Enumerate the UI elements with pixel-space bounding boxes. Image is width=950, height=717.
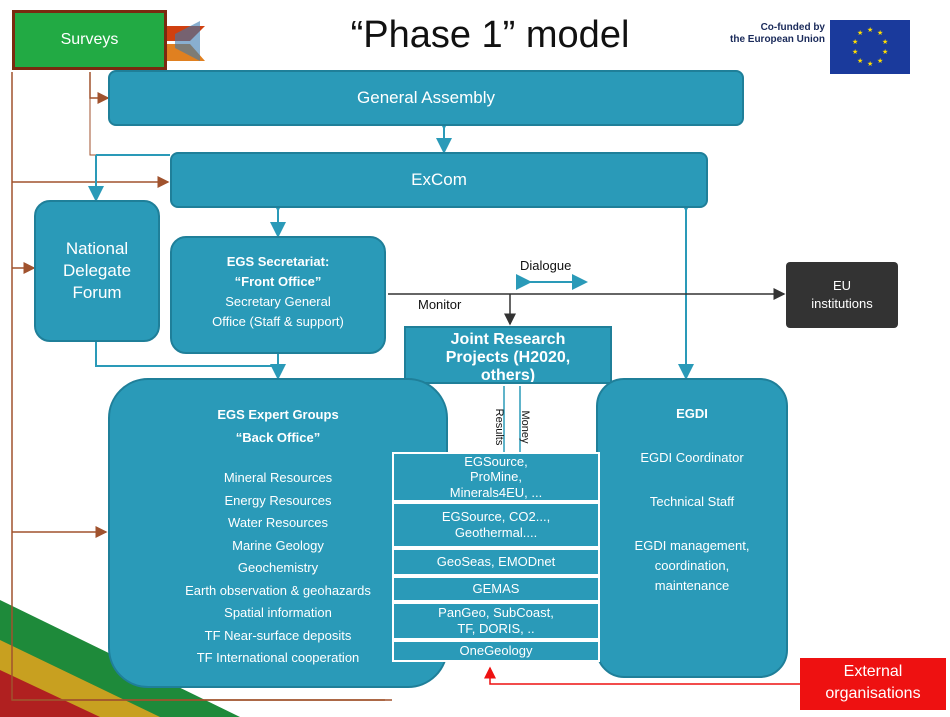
egs-logo-icon: [165, 21, 205, 61]
surveys-label: Surveys: [60, 31, 119, 48]
project-lane: EGSource, ProMine, Minerals4EU, ...: [392, 452, 600, 502]
money-label: Money: [519, 410, 531, 444]
secretariat-line2: Office (Staff & support): [212, 314, 344, 329]
project-lane: EGSource, CO2..., Geothermal....: [392, 502, 600, 548]
egdi-box: EGDI EGDI Coordinator Technical Staff EG…: [596, 378, 788, 678]
egdi-mgmt2: coordination,: [654, 558, 730, 573]
secretariat-title: EGS Secretariat:: [226, 254, 330, 269]
eu-institutions-label: EU institutions: [811, 278, 873, 311]
expert-groups-box: EGS Expert Groups “Back Office” Mineral …: [108, 378, 448, 688]
excom-box: ExCom: [170, 152, 708, 208]
expert-groups-subtitle: “Back Office”: [235, 429, 321, 445]
external-line1: External: [843, 663, 903, 680]
joint-research-box: Joint Research Projects (H2020, others): [404, 326, 612, 384]
surveys-box: Surveys: [12, 10, 167, 70]
secretariat-line1: Secretary General: [225, 294, 331, 309]
expert-group-item: Spatial information: [224, 605, 332, 620]
national-forum-label: National Delegate Forum: [62, 239, 132, 302]
egdi-staff: Technical Staff: [649, 494, 735, 509]
expert-group-item: Earth observation & geohazards: [185, 582, 371, 598]
project-lane: GeoSeas, EMODnet: [392, 548, 600, 576]
egdi-title: EGDI: [676, 406, 708, 421]
expert-group-item: Mineral Resources: [223, 470, 333, 485]
egdi-mgmt1: EGDI management,: [634, 538, 750, 553]
project-lane: PanGeo, SubCoast, TF, DORIS, ..: [392, 602, 600, 640]
jrp-line1: Joint Research: [450, 331, 566, 348]
results-label: Results: [493, 408, 505, 446]
national-forum-box: National Delegate Forum: [34, 200, 160, 342]
expert-groups-title: EGS Expert Groups: [217, 407, 339, 422]
cofunded-line2: the European Union: [730, 34, 825, 45]
expert-group-item: TF International cooperation: [196, 650, 360, 665]
dialogue-label: Dialogue: [520, 258, 572, 273]
page-title: “Phase 1” model: [350, 14, 630, 56]
egdi-mgmt3: maintenance: [654, 578, 730, 593]
eu-flag-icon: ★★ ★★ ★★ ★★ ★★: [830, 20, 910, 74]
expert-group-item: Marine Geology: [232, 537, 324, 553]
jrp-line3: others): [480, 367, 536, 384]
excom-label: ExCom: [411, 170, 467, 189]
project-lane: OneGeology: [392, 640, 600, 662]
external-line2: organisations: [825, 685, 921, 702]
cofunded-text: Co-funded by the European Union: [690, 22, 825, 46]
secretariat-subtitle: “Front Office”: [234, 274, 322, 289]
expert-group-item: Geochemistry: [237, 560, 319, 575]
eu-institutions-box: EU institutions: [786, 262, 898, 328]
jrp-line2: Projects (H2020,: [445, 349, 571, 366]
external-organisations-box: External organisations: [800, 658, 946, 710]
monitor-label: Monitor: [418, 297, 462, 312]
general-assembly-box: General Assembly: [108, 70, 744, 126]
expert-group-item: Energy Resources: [224, 492, 332, 508]
expert-group-item: Water Resources: [228, 515, 328, 530]
cofunded-line1: Co-funded by: [760, 22, 825, 33]
general-assembly-label: General Assembly: [357, 88, 495, 107]
egdi-coordinator: EGDI Coordinator: [640, 450, 744, 465]
secretariat-box: EGS Secretariat: “Front Office” Secretar…: [170, 236, 386, 354]
project-lane: GEMAS: [392, 576, 600, 602]
expert-group-item: TF Near-surface deposits: [204, 627, 352, 643]
